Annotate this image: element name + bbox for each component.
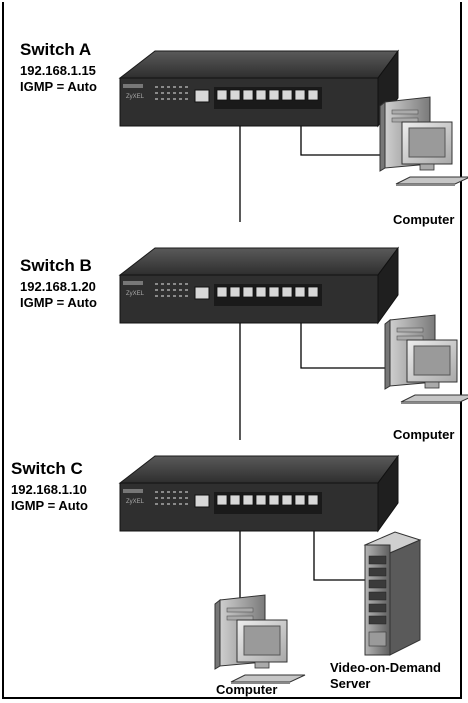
switch-b-igmp: IGMP = Auto (20, 295, 97, 310)
switch-b-name: Switch B (20, 256, 92, 275)
server-label-line1: Video-on-Demand (330, 660, 441, 675)
switch-a-icon: ZyXEL (119, 50, 399, 127)
computer-a-label: Computer (393, 212, 455, 227)
switch-b-ip: 192.168.1.20 (20, 279, 96, 294)
cable-switch-c-to-server (313, 508, 372, 581)
switch-b-brand: ZyXEL (126, 291, 145, 297)
switch-c-ip: 192.168.1.10 (11, 482, 87, 497)
network-cables (239, 102, 390, 615)
server-label-line2: Server (330, 676, 371, 691)
switch-a-igmp: IGMP = Auto (20, 79, 97, 94)
switch-a-brand: ZyXEL (126, 94, 145, 100)
switch-a-ip: 192.168.1.15 (20, 63, 96, 78)
switch-c-icon: ZyXEL (119, 455, 399, 532)
frame-border (2, 2, 462, 699)
switch-b-icon: ZyXEL (119, 247, 399, 324)
computer-b-icon (384, 314, 468, 405)
video-server-icon (363, 531, 422, 656)
computer-c-icon (214, 594, 306, 685)
switch-a-name: Switch A (20, 40, 92, 59)
switch-c-name: Switch C (11, 459, 83, 478)
computer-c-label: Computer (216, 682, 278, 697)
computer-a-icon (379, 96, 468, 187)
switch-c-brand: ZyXEL (126, 499, 145, 505)
computer-b-label: Computer (393, 427, 455, 442)
cable-switch-b-to-computer (300, 305, 390, 369)
switch-c-igmp: IGMP = Auto (11, 498, 88, 513)
